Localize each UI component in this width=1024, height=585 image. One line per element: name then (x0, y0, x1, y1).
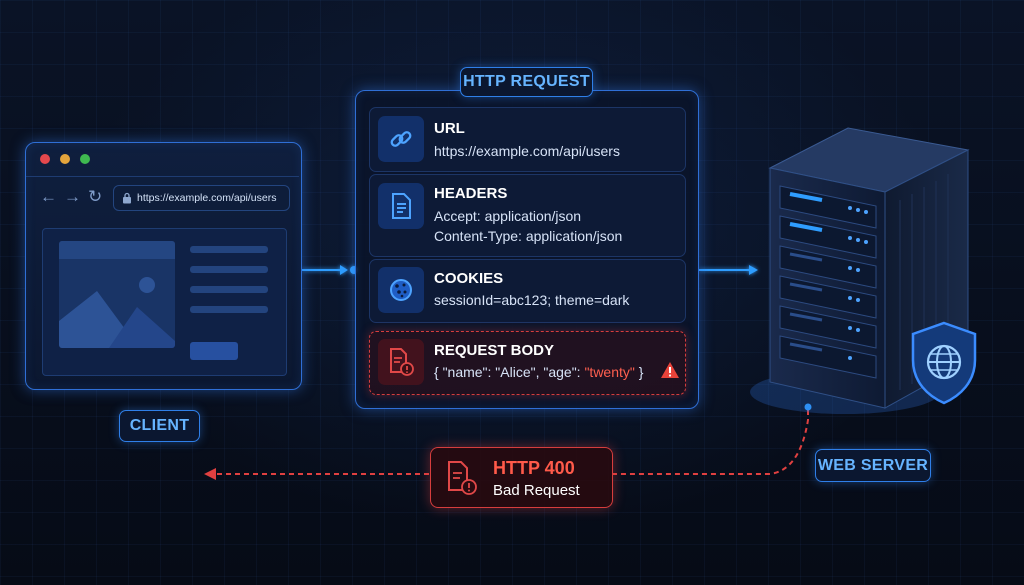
url-row: URL https://example.com/api/users (369, 107, 686, 172)
text-line-placeholder (190, 306, 268, 313)
request-body-json: { "name": "Alice", "age": (434, 364, 585, 380)
cookies-row: COOKIES sessionId=abc123; theme=dark (369, 259, 686, 323)
http-request-label: HTTP REQUEST (460, 67, 593, 97)
error-document-icon (448, 461, 477, 495)
back-arrow-icon[interactable]: ← (40, 187, 57, 206)
forward-arrow-icon[interactable]: → (64, 187, 81, 206)
browser-divider (26, 176, 299, 177)
response-status-text: Bad Request (493, 482, 580, 499)
document-icon (378, 183, 424, 229)
invalid-age-value: "twenty" (584, 364, 635, 380)
request-body-row: REQUEST BODY { "name": "Alice", "age": "… (369, 331, 686, 395)
refresh-icon[interactable]: ↻ (88, 187, 103, 206)
url-value: https://example.com/api/users (434, 143, 620, 159)
response-status-code: HTTP 400 (493, 458, 575, 478)
url-title: URL (434, 120, 465, 137)
http-400-response: HTTP 400 Bad Request (430, 447, 613, 508)
image-placeholder-icon (59, 241, 175, 348)
maximize-dot-icon (80, 154, 90, 164)
address-bar[interactable]: https://example.com/api/users (113, 185, 290, 211)
text-line-placeholder (190, 286, 268, 293)
request-body-title: REQUEST BODY (434, 342, 555, 359)
warning-icon (661, 362, 679, 378)
request-body-value: { "name": "Alice", "age": "twenty" } (434, 364, 643, 380)
error-document-icon (378, 339, 424, 385)
text-line-placeholder (190, 266, 268, 273)
request-body-json-end: } (634, 364, 644, 380)
request-to-server-arrow (699, 265, 758, 275)
text-line-placeholder (190, 246, 268, 253)
client-label: CLIENT (119, 410, 200, 442)
link-icon (378, 116, 424, 162)
cookies-value: sessionId=abc123; theme=dark (434, 292, 630, 308)
headers-title: HEADERS (434, 185, 508, 202)
response-arrow (204, 403, 812, 480)
header-line-content-type: Content-Type: application/json (434, 228, 623, 244)
header-line-accept: Accept: application/json (434, 208, 582, 224)
headers-row: HEADERS Accept: application/json Content… (369, 174, 686, 257)
button-placeholder (190, 342, 238, 360)
server-units (779, 185, 877, 379)
close-dot-icon (40, 154, 50, 164)
address-url: https://example.com/api/users (137, 192, 277, 204)
image-placeholder (59, 241, 175, 348)
web-server-label: WEB SERVER (815, 449, 931, 482)
minimize-dot-icon (60, 154, 70, 164)
shield-globe-icon (911, 321, 977, 405)
cookies-title: COOKIES (434, 270, 504, 287)
lock-icon (123, 192, 131, 204)
cookie-icon (378, 267, 424, 313)
